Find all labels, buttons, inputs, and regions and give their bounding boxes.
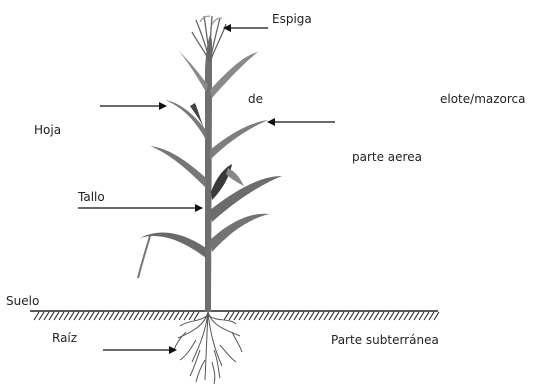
label-elote-mazorca: elote/mazorca: [440, 92, 526, 106]
stem: [205, 35, 212, 312]
label-hoja: Hoja: [34, 123, 61, 137]
label-espiga: Espiga: [272, 12, 312, 26]
roots: [174, 312, 242, 384]
label-tallo: Tallo: [78, 190, 105, 204]
label-parte-aerea: parte aerea: [352, 150, 422, 164]
label-de: de: [248, 92, 263, 106]
label-raiz: Raíz: [52, 331, 77, 345]
ground-surface: [30, 311, 439, 320]
label-parte-subterranea: Parte subterránea: [331, 333, 439, 347]
label-suelo: Suelo: [6, 294, 39, 308]
